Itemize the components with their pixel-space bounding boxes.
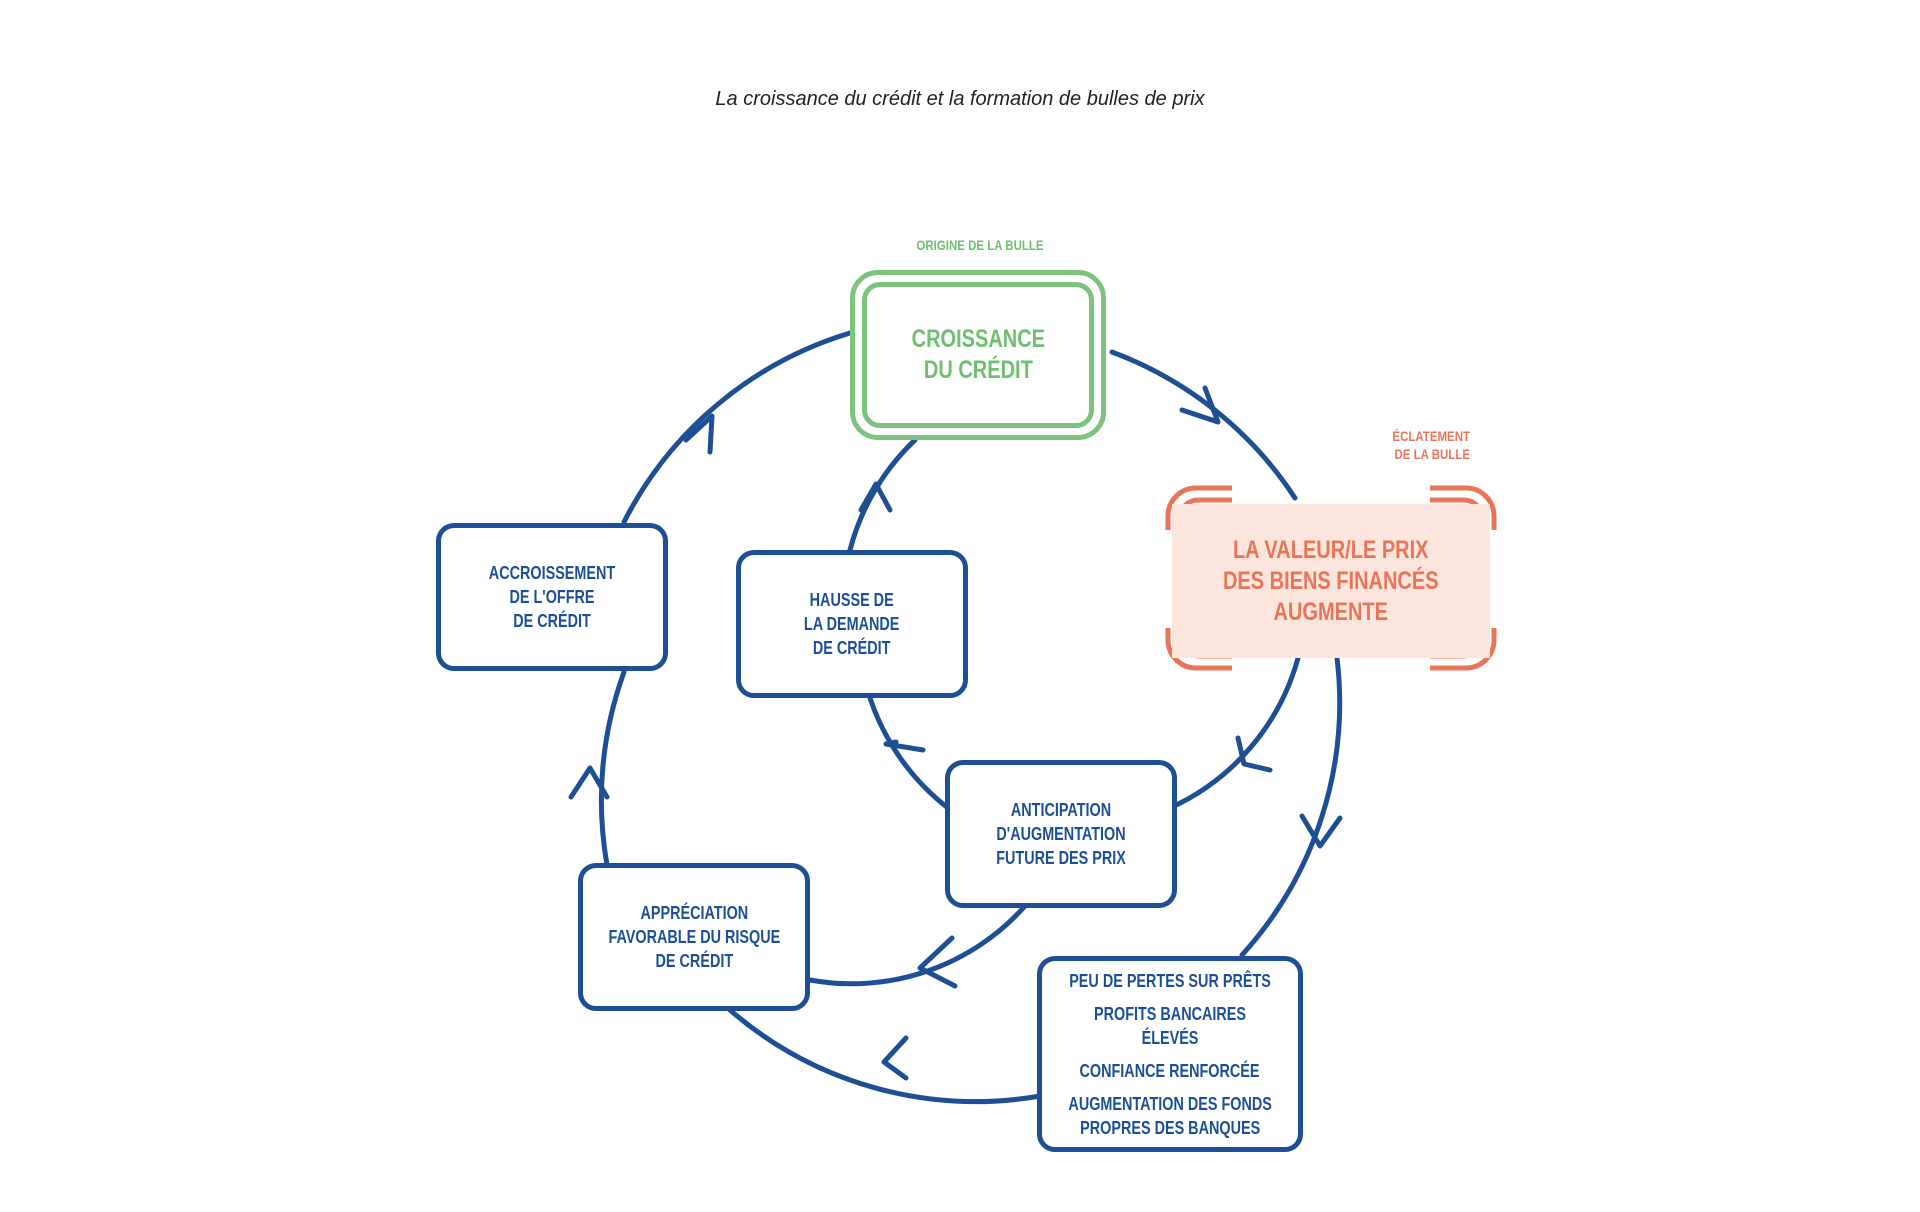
arrow-outer-bottom: [881, 1035, 909, 1081]
outer-arc-left: [598, 669, 627, 868]
arrow-outer-right: [1299, 813, 1343, 849]
arrow-outer-left: [568, 765, 610, 800]
risk-appreciation-node: APPRÉCIATION FAVORABLE DU RISQUE DE CRÉD…: [578, 863, 810, 1011]
credit-growth-frame: [850, 270, 1106, 440]
bank-effects-node: PEU DE PERTES SUR PRÊTS PROFITS BANCAIRE…: [1037, 956, 1303, 1152]
arrow-inner-bottom: [917, 935, 958, 989]
credit-growth-node: CROISSANCE DU CRÉDIT: [862, 282, 1094, 428]
inner-arc-right: [1167, 655, 1301, 811]
arrow-outer-top-left: [683, 413, 715, 455]
asset-value-node: LA VALEUR/LE PRIX DES BIENS FINANCÉS AUG…: [1172, 504, 1490, 658]
outer-arc-top-right: [1109, 349, 1298, 501]
risk-appreciation-label: APPRÉCIATION FAVORABLE DU RISQUE DE CRÉD…: [608, 903, 780, 971]
arrow-inner-top: [858, 481, 893, 513]
price-anticipation-node: ANTICIPATION D'AUGMENTATION FUTURE DES P…: [945, 760, 1177, 908]
arrow-inner-left: [883, 739, 926, 753]
outer-arc-top-left: [621, 330, 853, 525]
credit-growth-label: CROISSANCE DU CRÉDIT: [911, 325, 1045, 384]
asset-value-label: LA VALEUR/LE PRIX DES BIENS FINANCÉS AUG…: [1223, 535, 1439, 626]
inner-arc-left: [867, 695, 951, 811]
origin-tag: ORIGINE DE LA BULLE: [916, 237, 1044, 253]
bank-effect-item: PEU DE PERTES SUR PRÊTS: [1069, 970, 1271, 991]
arrow-outer-top-right: [1179, 385, 1221, 425]
price-anticipation-label: ANTICIPATION D'AUGMENTATION FUTURE DES P…: [996, 800, 1126, 868]
outer-arc-right: [1239, 655, 1343, 958]
outer-arc-bottom: [727, 1007, 1043, 1105]
credit-demand-label: HAUSSE DE LA DEMANDE DE CRÉDIT: [804, 590, 900, 658]
credit-demand-node: HAUSSE DE LA DEMANDE DE CRÉDIT: [736, 550, 968, 698]
arrow-inner-right: [1235, 735, 1273, 773]
burst-tag: ÉCLATEMENT DE LA BULLE: [1392, 428, 1470, 462]
diagram-caption: La croissance du crédit et la formation …: [715, 88, 1205, 110]
credit-supply-label: ACCROISSEMENT DE L'OFFRE DE CRÉDIT: [488, 563, 616, 631]
bank-effects-list: PEU DE PERTES SUR PRÊTS PROFITS BANCAIRE…: [1042, 969, 1298, 1140]
credit-supply-node: ACCROISSEMENT DE L'OFFRE DE CRÉDIT: [436, 523, 668, 671]
bank-effect-item: CONFIANCE RENFORCÉE: [1079, 1060, 1260, 1081]
inner-arc-bottom: [807, 903, 1028, 987]
bank-effect-item: AUGMENTATION DES FONDS PROPRES DES BANQU…: [1068, 1093, 1272, 1138]
bank-effect-item: PROFITS BANCAIRES ÉLEVÉS: [1093, 1003, 1246, 1048]
